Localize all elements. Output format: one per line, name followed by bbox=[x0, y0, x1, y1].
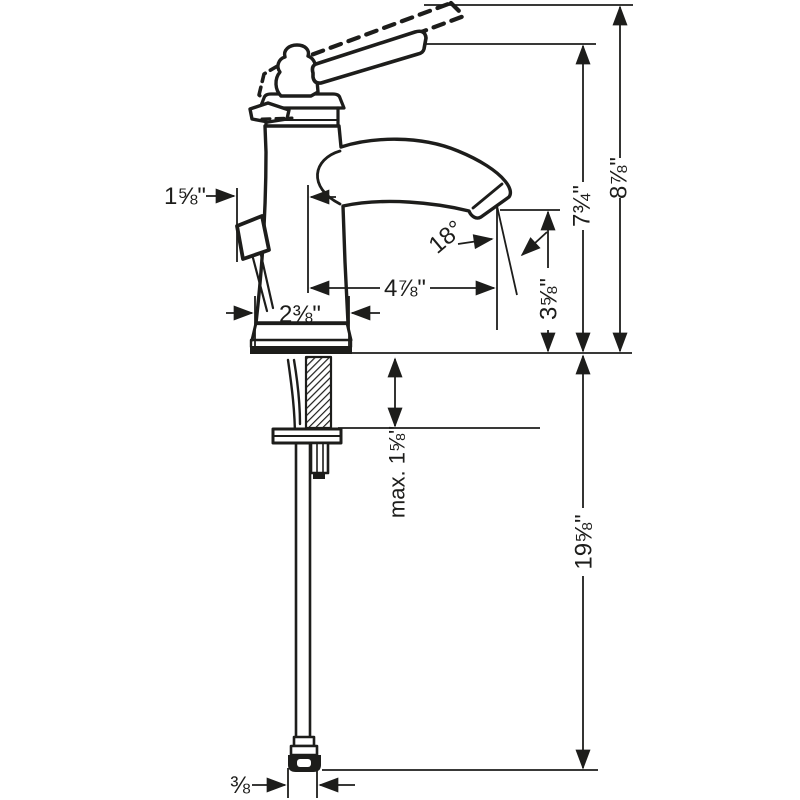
label-max-mounting-thickness: max. 1⅝" bbox=[385, 426, 410, 518]
base-shoulder bbox=[249, 338, 353, 349]
knob-shaft-lines bbox=[251, 253, 275, 313]
label-base-width: 2⅜" bbox=[279, 301, 321, 328]
label-handle-height: 7¾" bbox=[569, 185, 596, 227]
label-spout-height: 3⅝" bbox=[536, 278, 563, 320]
label-spout-reach: 4⅞" bbox=[384, 275, 426, 302]
spout-throat-curve bbox=[316, 149, 342, 206]
handle-knob-down-position bbox=[235, 214, 271, 261]
threaded-shank bbox=[304, 355, 333, 430]
handle-knob-dash-line bbox=[260, 116, 294, 121]
mounting-nut bbox=[309, 441, 330, 475]
handle-hub bbox=[274, 43, 320, 98]
mounting-nut-threads bbox=[316, 442, 324, 474]
label-supply-length: 19⅝" bbox=[571, 514, 598, 569]
label-lever-projection: 1⅝" bbox=[164, 183, 206, 210]
base-bottom-band bbox=[250, 346, 352, 354]
hose-end-cap-slot bbox=[297, 759, 311, 767]
supply-hose bbox=[294, 441, 312, 740]
label-connection-size: ⅜ bbox=[230, 772, 251, 799]
label-spray-angle: 18° bbox=[424, 215, 469, 259]
lever-handle bbox=[310, 29, 428, 85]
dashed-lever-top-edge bbox=[292, 0, 454, 64]
hose-connector-upper bbox=[292, 735, 316, 748]
hose-connector-lower bbox=[289, 744, 319, 757]
aerator-face-line bbox=[471, 182, 504, 210]
dim-angle-arrow-a bbox=[457, 234, 494, 250]
faucet-body-and-spout bbox=[254, 124, 513, 325]
mounting-nut-foot bbox=[313, 473, 325, 479]
dim-angle-arrow-b bbox=[520, 231, 548, 257]
pop-up-rod bbox=[286, 358, 302, 440]
label-overall-height: 8⅞" bbox=[606, 157, 633, 199]
spray-angle-line bbox=[496, 205, 518, 296]
